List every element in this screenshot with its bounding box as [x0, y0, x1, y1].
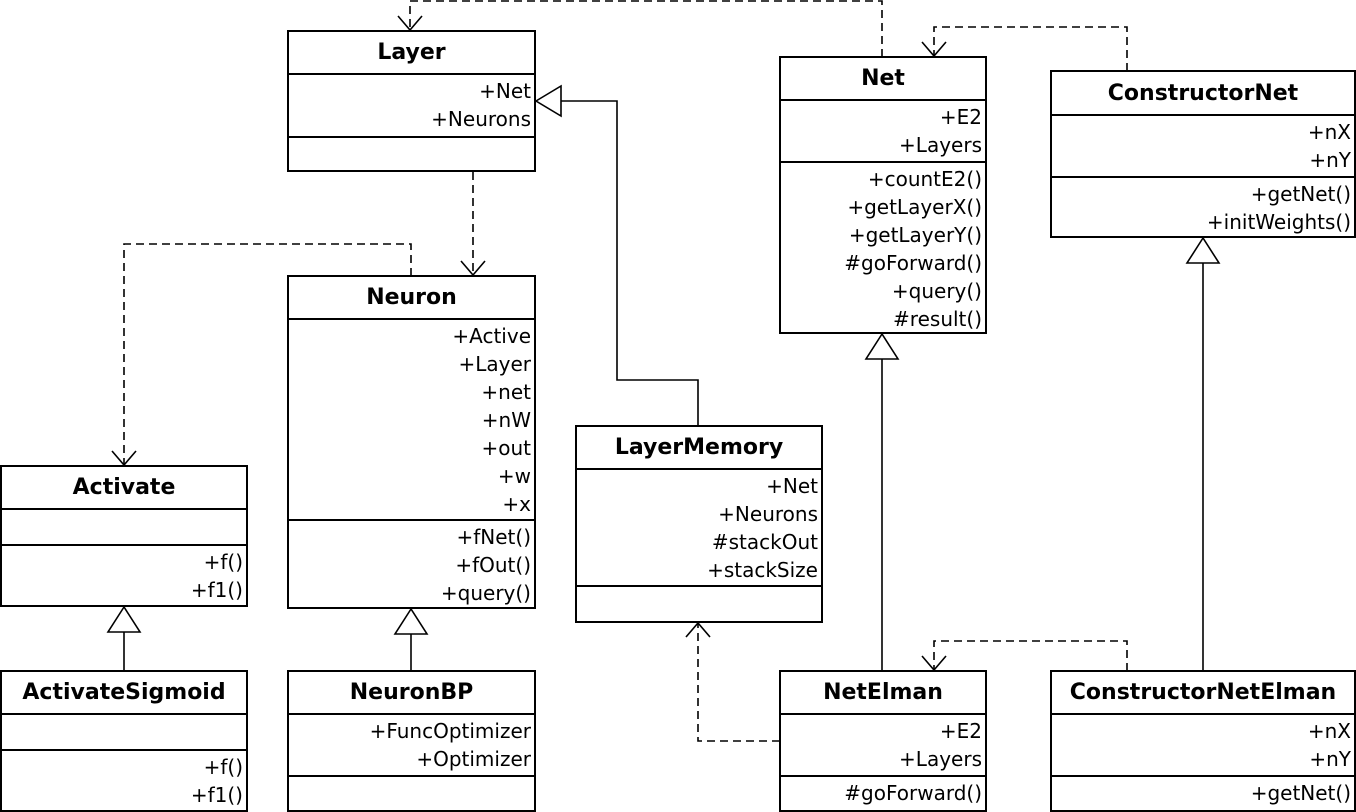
attributes-section: +Active +Layer +net +nW +out +w +x	[289, 320, 534, 521]
operation: #goForward()	[844, 781, 982, 805]
dependency-netelman-to-layermemory	[685, 621, 780, 742]
class-layermemory[interactable]: LayerMemory +Net +Neurons #stackOut +sta…	[575, 425, 823, 623]
attribute: +Active	[452, 324, 531, 348]
class-name: NeuronBP	[289, 672, 534, 715]
attribute: +nW	[481, 408, 531, 432]
generalization-constructornetelman-to-constructornet	[1185, 236, 1221, 671]
attributes-section: +Net +Neurons #stackOut +stackSize	[577, 470, 821, 587]
attribute: +net	[481, 380, 531, 404]
operation: +getLayerX()	[847, 195, 982, 219]
operations-section	[289, 138, 534, 140]
class-name: Net	[781, 58, 985, 101]
operation: +getNet()	[1250, 781, 1351, 805]
operation: +fOut()	[455, 553, 531, 577]
operation: +initWeights()	[1206, 210, 1351, 234]
class-name: Layer	[289, 32, 534, 75]
operation: +f1()	[190, 783, 243, 807]
operations-section: +getNet()	[1052, 777, 1354, 807]
attribute: +stackSize	[707, 558, 818, 582]
generalization-activatesigmoid-to-activate	[106, 605, 142, 671]
class-name: Activate	[2, 467, 246, 510]
attribute: #stackOut	[711, 530, 818, 554]
class-name: LayerMemory	[577, 427, 821, 470]
attribute: +Layers	[899, 747, 982, 771]
operations-section	[289, 777, 534, 779]
attribute: +E2	[939, 719, 982, 743]
attribute: +Layers	[899, 133, 982, 157]
generalization-neuronbp-to-neuron	[393, 607, 429, 671]
class-activate[interactable]: Activate +f() +f1()	[0, 465, 248, 607]
operations-section: #goForward()	[781, 777, 985, 807]
attribute: +Layer	[458, 352, 531, 376]
operations-section: +fNet() +fOut() +query()	[289, 521, 534, 607]
operations-section: +f() +f1()	[2, 751, 246, 809]
class-name: NetElman	[781, 672, 985, 715]
operation: #result()	[893, 307, 982, 331]
attribute: +w	[497, 464, 531, 488]
class-netelman[interactable]: NetElman +E2 +Layers #goForward()	[779, 670, 987, 812]
class-constructornet[interactable]: ConstructorNet +nX +nY +getNet() +initWe…	[1050, 70, 1356, 238]
attribute: +nX	[1307, 719, 1351, 743]
attribute: +Neurons	[431, 107, 531, 131]
class-layer[interactable]: Layer +Net +Neurons	[287, 30, 536, 172]
operation: +countE2()	[867, 167, 982, 191]
attribute: +nY	[1309, 148, 1351, 172]
attributes-section: +E2 +Layers	[781, 715, 985, 777]
operations-section: +countE2() +getLayerX() +getLayerY() #go…	[781, 163, 985, 333]
operation: +getLayerY()	[848, 223, 982, 247]
class-name: ConstructorNet	[1052, 72, 1354, 116]
operation: +query()	[440, 581, 531, 605]
attribute: +nX	[1307, 120, 1351, 144]
class-neuron[interactable]: Neuron +Active +Layer +net +nW +out +w +…	[287, 275, 536, 609]
attributes-section	[2, 510, 246, 546]
class-net[interactable]: Net +E2 +Layers +countE2() +getLayerX() …	[779, 56, 987, 334]
attribute: +E2	[939, 105, 982, 129]
dependency-layer-to-neuron	[460, 172, 486, 277]
operation: +f1()	[190, 578, 243, 602]
dependency-constructornetelman-to-netelman	[921, 640, 1128, 672]
operation: +getNet()	[1250, 182, 1351, 206]
operation: +f()	[203, 550, 243, 574]
class-name: ConstructorNetElman	[1052, 672, 1354, 715]
operations-section: +getNet() +initWeights()	[1052, 178, 1354, 236]
class-activatesigmoid[interactable]: ActivateSigmoid +f() +f1()	[0, 670, 248, 812]
attribute: +Net	[479, 79, 531, 103]
attribute: +Neurons	[718, 502, 818, 526]
class-constructornetelman[interactable]: ConstructorNetElman +nX +nY +getNet()	[1050, 670, 1356, 812]
operations-section	[577, 587, 821, 589]
attribute: +Net	[766, 474, 818, 498]
operations-section: +f() +f1()	[2, 546, 246, 604]
attribute: +FuncOptimizer	[369, 719, 531, 743]
attributes-section: +Net +Neurons	[289, 75, 534, 138]
class-name: ActivateSigmoid	[2, 672, 246, 715]
generalization-layermemory-to-layer	[534, 84, 699, 426]
operation: +f()	[203, 755, 243, 779]
attribute: +x	[502, 492, 531, 516]
class-name: Neuron	[289, 277, 534, 320]
attributes-section: +E2 +Layers	[781, 101, 985, 163]
attribute: +Optimizer	[416, 747, 531, 771]
attributes-section: +nX +nY	[1052, 715, 1354, 777]
attribute: +nY	[1309, 747, 1351, 771]
operation: +fNet()	[456, 525, 531, 549]
operation: +query()	[891, 279, 982, 303]
class-neuronbp[interactable]: NeuronBP +FuncOptimizer +Optimizer	[287, 670, 536, 812]
attributes-section: +FuncOptimizer +Optimizer	[289, 715, 534, 777]
attribute: +out	[481, 436, 531, 460]
attributes-section: +nX +nY	[1052, 116, 1354, 178]
generalization-netelman-to-net	[864, 332, 900, 671]
operation: #goForward()	[844, 251, 982, 275]
attributes-section	[2, 715, 246, 751]
